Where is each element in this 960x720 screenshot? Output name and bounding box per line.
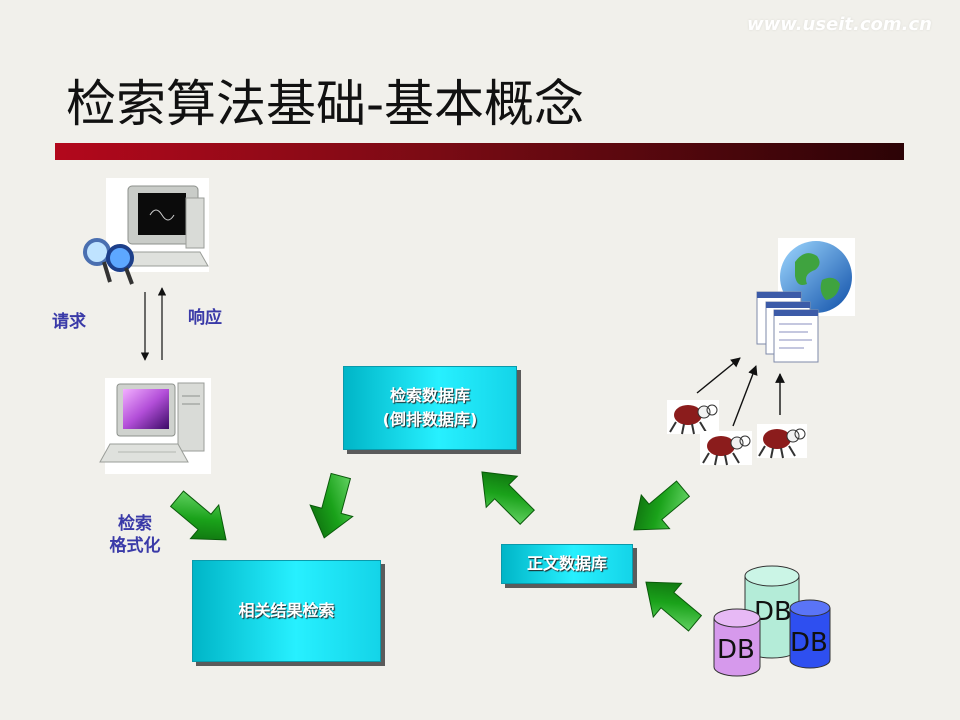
db-label: DB: [790, 628, 828, 658]
text-database-box: 正文数据库: [501, 544, 633, 584]
computer-magnifier-icon: [83, 178, 209, 285]
relevance-retrieval-box: 相关结果检索: [192, 560, 381, 662]
crawler-arrow-1: [696, 357, 741, 394]
green-arrow-from-db: [645, 581, 703, 632]
green-arrow-to-relevance-left: [169, 490, 227, 541]
green-arrow-to-index-db: [481, 471, 535, 525]
index-database-box: 检索数据库 (倒排数据库): [343, 366, 517, 450]
format-label: 检索 格式化: [100, 513, 170, 557]
request-label: 请求: [52, 312, 86, 332]
format-label-line2: 格式化: [109, 536, 161, 556]
title-underline-bar: [55, 143, 904, 160]
database-cylinder-icon: DB: [713, 608, 761, 677]
crawler-arrow-2: [732, 365, 758, 427]
format-label-line1: 检索: [118, 514, 152, 534]
slide-title: 检索算法基础-基本概念: [66, 75, 585, 133]
workstation-icon: [99, 378, 211, 474]
text-database-title: 正文数据库: [526, 554, 607, 573]
index-database-subtitle: (倒排数据库): [382, 410, 478, 429]
database-cylinder-icon: DB: [789, 599, 831, 669]
relevance-retrieval-title: 相关结果检索: [238, 601, 335, 620]
index-database-title: 检索数据库: [389, 386, 470, 405]
green-arrow-to-relevance-right: [309, 472, 354, 539]
spider-robot-icon: [667, 400, 719, 435]
spider-robot-icon: [700, 431, 752, 466]
web-pages-icon: [756, 291, 819, 363]
db-label: DB: [717, 635, 755, 665]
watermark-text: www.useit.com.cn: [746, 14, 932, 35]
green-arrow-to-text-db: [633, 480, 691, 531]
spider-robot-icon: [757, 424, 807, 459]
response-label: 响应: [188, 308, 222, 328]
